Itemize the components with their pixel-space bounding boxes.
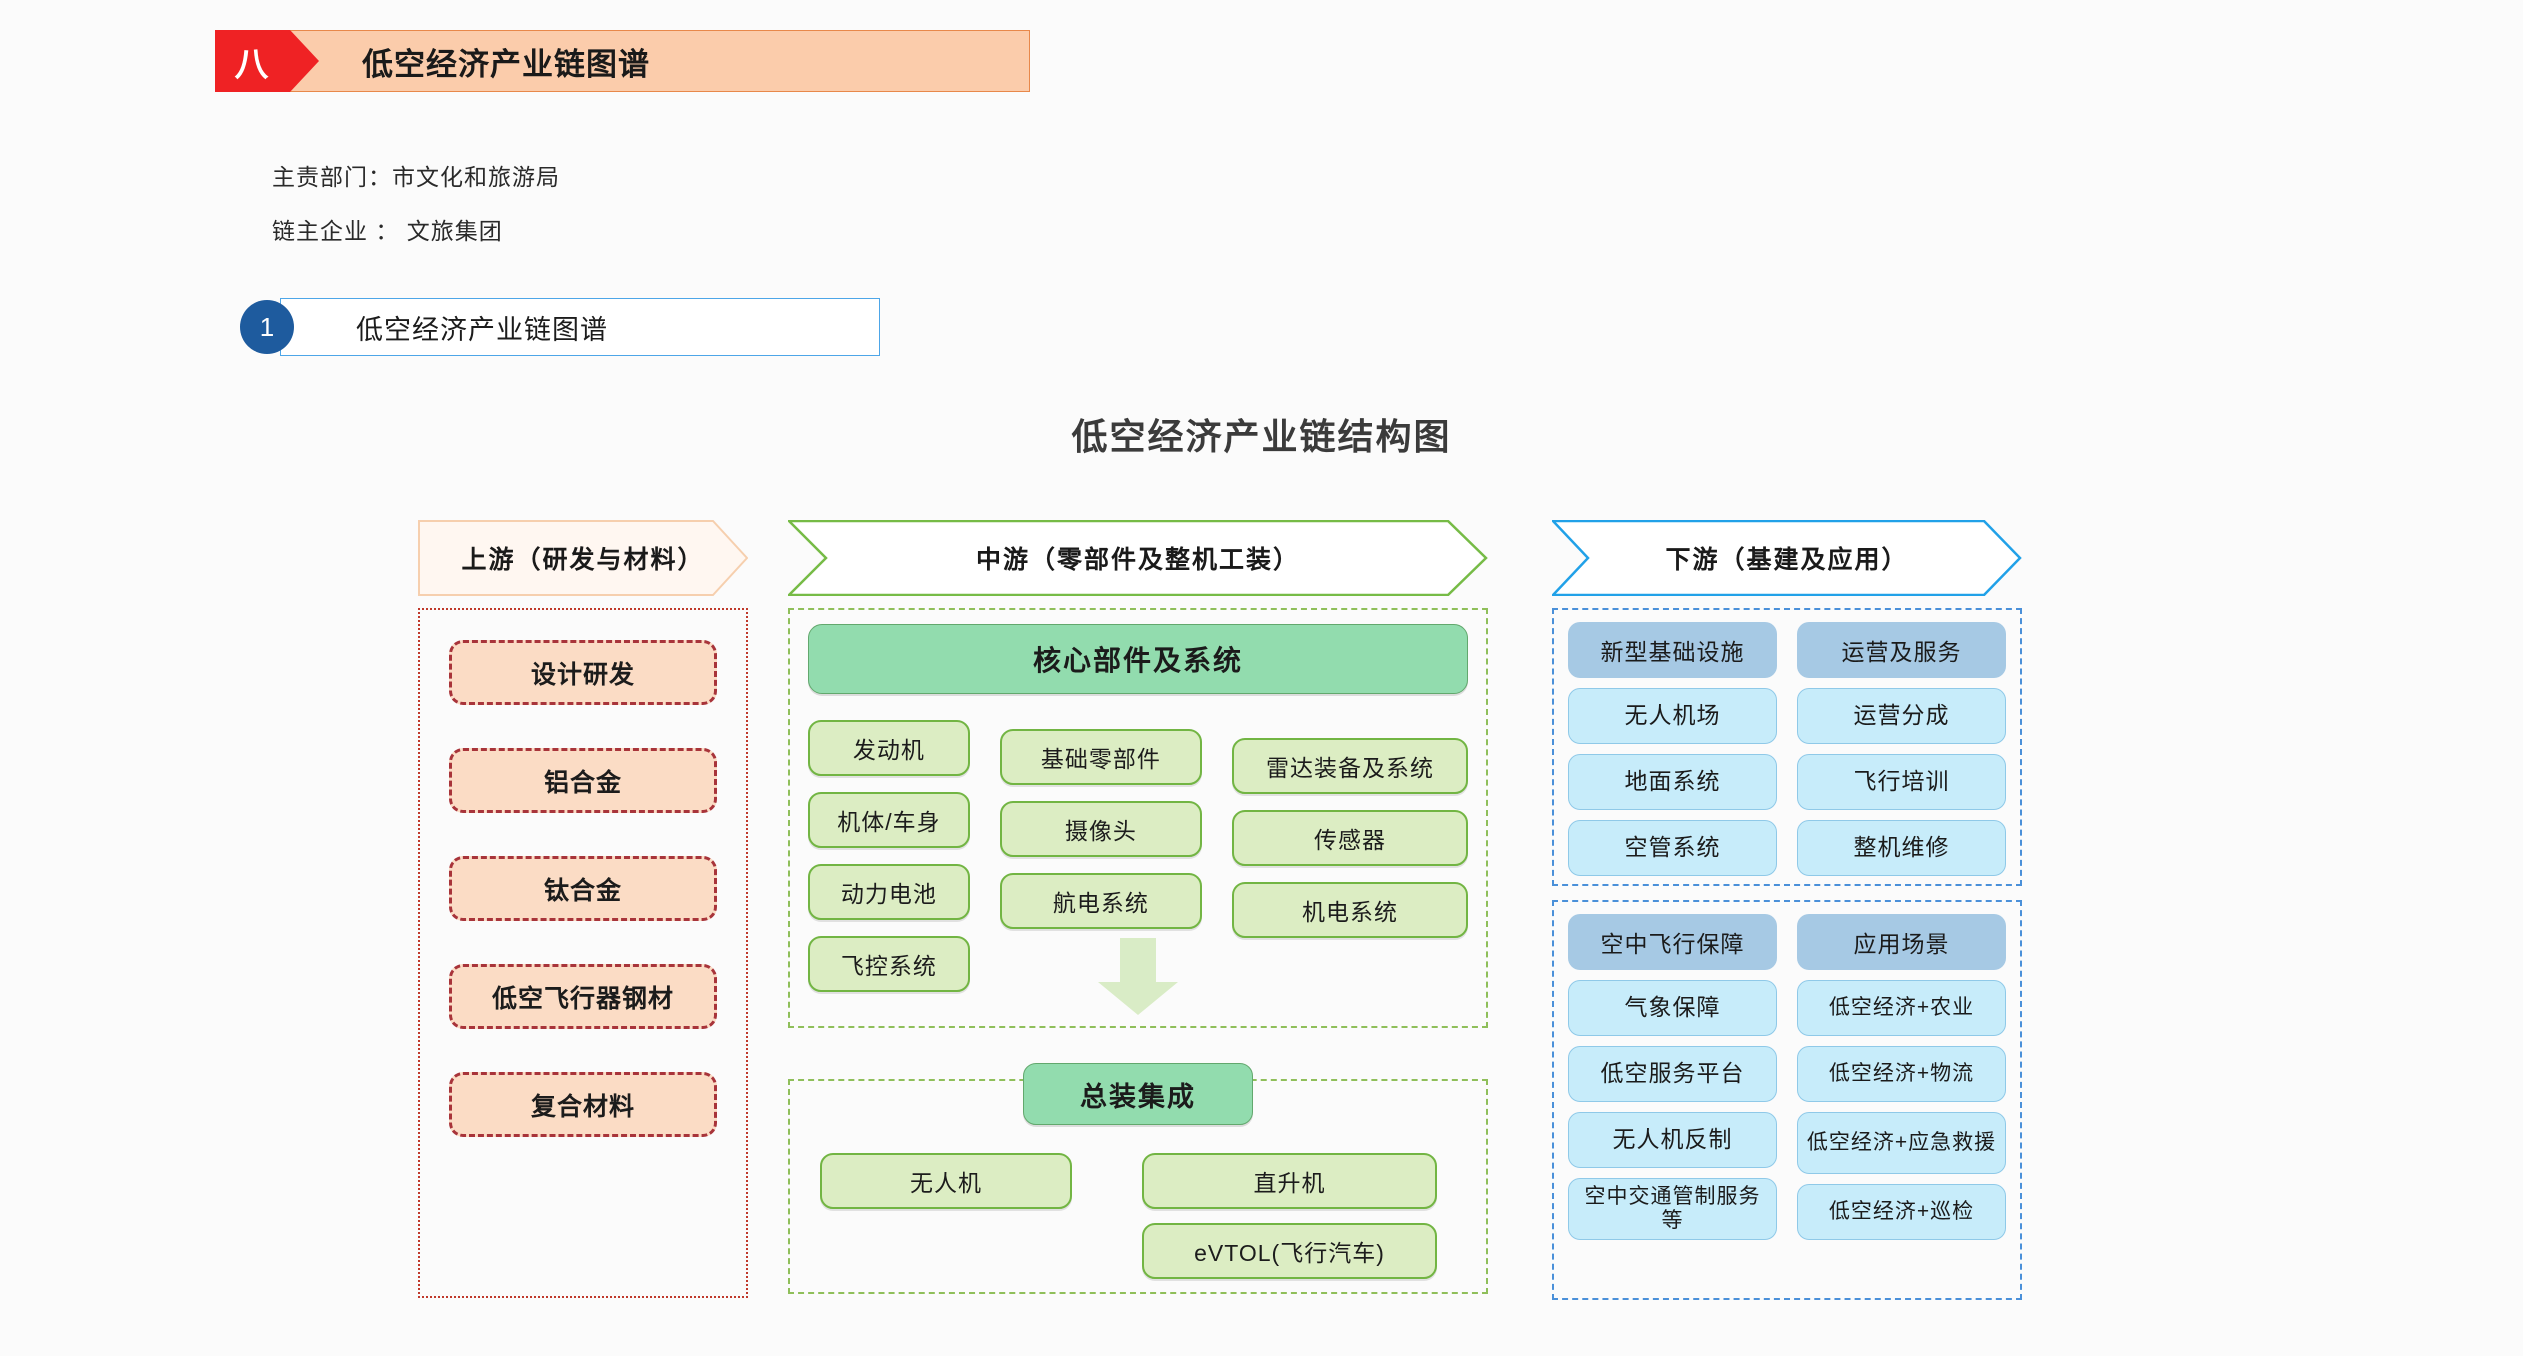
section-heading: 低空经济产业链图谱 1: [240, 298, 880, 356]
downstream-item[interactable]: 低空经济+物流: [1797, 1046, 2006, 1102]
midstream-assembly-panel: 总装集成 无人机 直升机 eVTOL(飞行汽车): [788, 1063, 1488, 1294]
midstream-core-item[interactable]: 摄像头: [999, 801, 1203, 857]
downstream-infra-col-2: 运营及服务 运营分成 飞行培训 整机维修: [1797, 622, 2006, 876]
column-downstream: 下游（基建及应用） 新型基础设施 无人机场 地面系统 空管系统 运营及服务 运营…: [1552, 520, 2022, 1300]
column-upstream: 上游（研发与材料） 设计研发 铝合金 钛合金 低空飞行器钢材 复合材料: [418, 520, 748, 1298]
downstream-group-header: 空中飞行保障: [1568, 914, 1777, 970]
downstream-application-col-2: 应用场景 低空经济+农业 低空经济+物流 低空经济+应急救援 低空经济+巡检: [1797, 914, 2006, 1240]
banner-number: 八: [215, 30, 319, 92]
downstream-application-panel: 空中飞行保障 气象保障 低空服务平台 无人机反制 空中交通管制服务等 应用场景 …: [1552, 900, 2022, 1300]
downstream-application-col-1: 空中飞行保障 气象保障 低空服务平台 无人机反制 空中交通管制服务等: [1568, 914, 1777, 1240]
upstream-chevron-header: 上游（研发与材料）: [418, 520, 748, 596]
midstream-assembly-item[interactable]: 直升机: [1142, 1153, 1437, 1209]
midstream-core-item[interactable]: 动力电池: [808, 864, 970, 920]
upstream-item[interactable]: 低空飞行器钢材: [449, 964, 717, 1029]
downstream-infra-col-1: 新型基础设施 无人机场 地面系统 空管系统: [1568, 622, 1777, 876]
midstream-core-item[interactable]: 机体/车身: [808, 792, 970, 848]
downstream-item[interactable]: 低空服务平台: [1568, 1046, 1777, 1102]
midstream-core-header: 核心部件及系统: [808, 624, 1468, 694]
midstream-core-col-3: 雷达装备及系统 传感器 机电系统: [1232, 738, 1468, 992]
downstream-item[interactable]: 整机维修: [1797, 820, 2006, 876]
midstream-header-label: 中游（零部件及整机工装）: [975, 546, 1300, 574]
downstream-infra-grid: 新型基础设施 无人机场 地面系统 空管系统 运营及服务 运营分成 飞行培训 整机…: [1568, 622, 2006, 876]
downstream-application-grid: 空中飞行保障 气象保障 低空服务平台 无人机反制 空中交通管制服务等 应用场景 …: [1568, 914, 2006, 1240]
slide-banner: 八 低空经济产业链图谱: [215, 30, 1030, 92]
section-bullet-badge: 1: [240, 300, 294, 354]
downstream-item[interactable]: 飞行培训: [1797, 754, 2006, 810]
upstream-item[interactable]: 设计研发: [449, 640, 717, 705]
chevron-shape-icon: [788, 520, 1488, 596]
midstream-assembly-item[interactable]: eVTOL(飞行汽车): [1142, 1223, 1437, 1279]
downstream-chevron-header: 下游（基建及应用）: [1552, 520, 2022, 596]
upstream-panel: 设计研发 铝合金 钛合金 低空飞行器钢材 复合材料: [418, 608, 748, 1298]
downstream-group-header: 运营及服务: [1797, 622, 2006, 678]
midstream-core-item[interactable]: 传感器: [1232, 810, 1468, 866]
down-arrow-icon: [1098, 938, 1178, 1015]
downstream-item[interactable]: 无人机场: [1568, 688, 1777, 744]
downstream-item[interactable]: 无人机反制: [1568, 1112, 1777, 1168]
meta-lead-enterprise: 链主企业 ： 文旅集团: [272, 218, 503, 244]
downstream-item[interactable]: 低空经济+农业: [1797, 980, 2006, 1036]
midstream-chevron-header: 中游（零部件及整机工装）: [788, 520, 1488, 596]
midstream-core-item[interactable]: 飞控系统: [808, 936, 970, 992]
upstream-item[interactable]: 复合材料: [449, 1072, 717, 1137]
banner-title: 低空经济产业链图谱: [362, 46, 650, 82]
midstream-core-item[interactable]: 航电系统: [999, 873, 1203, 929]
midstream-core-col-2: 基础零部件 摄像头 航电系统: [999, 729, 1203, 992]
downstream-group-header: 应用场景: [1797, 914, 2006, 970]
midstream-core-item[interactable]: 发动机: [808, 720, 970, 776]
midstream-assembly-item[interactable]: 无人机: [820, 1153, 1072, 1209]
downstream-item[interactable]: 运营分成: [1797, 688, 2006, 744]
downstream-infra-panel: 新型基础设施 无人机场 地面系统 空管系统 运营及服务 运营分成 飞行培训 整机…: [1552, 608, 2022, 886]
chevron-shape-icon: [1552, 520, 2022, 596]
column-midstream: 中游（零部件及整机工装） 核心部件及系统 发动机 机体/车身 动力电池 飞控系统…: [788, 520, 1488, 1294]
downstream-item[interactable]: 地面系统: [1568, 754, 1777, 810]
downstream-item[interactable]: 气象保障: [1568, 980, 1777, 1036]
downstream-group-header: 新型基础设施: [1568, 622, 1777, 678]
downstream-item[interactable]: 空管系统: [1568, 820, 1777, 876]
upstream-item-list: 设计研发 铝合金 钛合金 低空飞行器钢材 复合材料: [420, 610, 746, 1137]
chart-title: 低空经济产业链结构图: [1071, 416, 1452, 457]
midstream-core-grid: 发动机 机体/车身 动力电池 飞控系统 基础零部件 摄像头 航电系统 雷达装备及…: [808, 720, 1468, 992]
upstream-item[interactable]: 钛合金: [449, 856, 717, 921]
midstream-assembly-right: 直升机 eVTOL(飞行汽车): [1142, 1153, 1437, 1279]
upstream-item[interactable]: 铝合金: [449, 748, 717, 813]
downstream-header-label: 下游（基建及应用）: [1665, 546, 1909, 574]
chevron-shape-icon: [418, 520, 748, 596]
midstream-core-item[interactable]: 机电系统: [1232, 882, 1468, 938]
downstream-item[interactable]: 空中交通管制服务等: [1568, 1178, 1777, 1240]
midstream-assembly-left: 无人机: [820, 1153, 1072, 1209]
section-heading-label: 低空经济产业链图谱: [356, 314, 608, 345]
midstream-assembly-header: 总装集成: [1023, 1063, 1253, 1125]
banner-body: 低空经济产业链图谱: [290, 30, 1030, 92]
downstream-item[interactable]: 低空经济+应急救援: [1797, 1112, 2006, 1174]
midstream-core-item[interactable]: 雷达装备及系统: [1232, 738, 1468, 794]
midstream-core-col-1: 发动机 机体/车身 动力电池 飞控系统: [808, 720, 970, 992]
midstream-core-panel: 核心部件及系统 发动机 机体/车身 动力电池 飞控系统 基础零部件 摄像头 航电…: [788, 608, 1488, 1028]
section-heading-box: 低空经济产业链图谱: [280, 298, 880, 356]
downstream-item[interactable]: 低空经济+巡检: [1797, 1184, 2006, 1240]
midstream-core-item[interactable]: 基础零部件: [999, 729, 1203, 785]
meta-department: 主责部门：市文化和旅游局: [272, 164, 560, 190]
upstream-header-label: 上游（研发与材料）: [461, 546, 705, 574]
